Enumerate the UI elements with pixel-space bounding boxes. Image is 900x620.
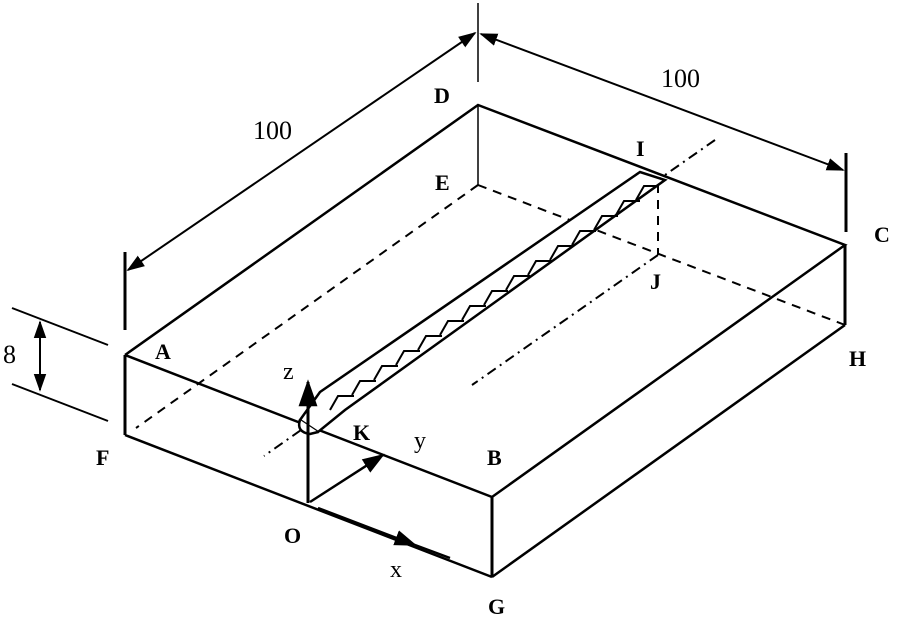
vertex-label-k: K xyxy=(353,420,371,445)
vertex-label-c: C xyxy=(874,222,890,247)
vertex-label-i: I xyxy=(636,136,645,161)
vertex-label-j: J xyxy=(650,269,661,294)
vertex-label-f: F xyxy=(96,445,110,470)
vertex-label-g: G xyxy=(488,594,506,619)
vertex-label-b: B xyxy=(487,445,502,470)
width-dimension-label: 100 xyxy=(661,64,700,93)
vertex-label-h: H xyxy=(849,346,867,371)
weld-bead xyxy=(297,170,668,436)
x-axis xyxy=(317,506,418,547)
length-dimension-label: 100 xyxy=(253,116,292,145)
dimension-thickness xyxy=(11,307,109,422)
dimension-width xyxy=(479,33,848,232)
visible-edges xyxy=(123,103,848,579)
vertex-label-a: A xyxy=(155,339,171,364)
coordinate-axes xyxy=(298,379,451,560)
y-axis-label: y xyxy=(414,428,426,454)
z-axis-label: z xyxy=(283,359,294,385)
vertex-label-o: O xyxy=(284,523,302,548)
hidden-edges xyxy=(135,184,846,429)
thickness-dimension-label: 8 xyxy=(3,340,16,369)
y-axis xyxy=(309,453,385,504)
x-axis-label: x xyxy=(390,557,402,583)
vertex-label-e: E xyxy=(435,170,450,195)
vertex-label-d: D xyxy=(434,83,450,108)
dimension-length xyxy=(123,3,479,330)
